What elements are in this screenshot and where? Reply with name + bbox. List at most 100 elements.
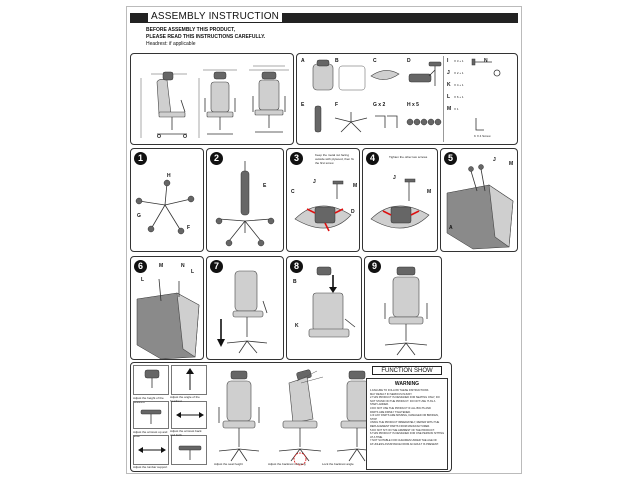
step-8-label-b: B bbox=[293, 279, 297, 285]
base-part bbox=[334, 112, 368, 133]
hw-l-qty: X 6 + 1 bbox=[454, 95, 464, 99]
casters-part bbox=[406, 118, 442, 126]
step-3-badge: 3 bbox=[290, 152, 303, 165]
warning-line: PARTS ARE FIRMLY TIGHTENED. bbox=[370, 410, 411, 414]
gas-lift-part bbox=[314, 105, 322, 133]
seat-part bbox=[338, 65, 366, 91]
intro-line-1: BEFORE ASSEMBLY THIS PRODUCT, bbox=[146, 27, 235, 33]
feature-caption-2: Adjust the angle of the headrest bbox=[170, 395, 200, 403]
step-5-label-m: M bbox=[509, 161, 514, 167]
feature-caption-5: Adjust the lumbar support bbox=[133, 465, 168, 469]
step-1-label-h: H bbox=[167, 173, 171, 179]
parts-panel: A B C D E F G x 2 H x 5 I X 3 + 1 J X 2 … bbox=[296, 53, 518, 145]
step-8-chair-illustration bbox=[308, 266, 356, 338]
screw-icon bbox=[471, 58, 492, 66]
step-6-label-l: L bbox=[141, 277, 145, 283]
step-2-badge: 2 bbox=[210, 152, 223, 165]
step-1-label-f: F bbox=[187, 225, 191, 231]
title-bar: ASSEMBLY INSTRUCTION bbox=[130, 11, 518, 24]
step-2-panel: 2 E bbox=[206, 148, 284, 252]
part-label-c: C bbox=[373, 58, 377, 64]
hw-i-qty: X 3 + 1 bbox=[454, 59, 464, 63]
hw-m-label: M bbox=[447, 106, 452, 112]
feature-box-6 bbox=[171, 435, 207, 465]
warning-box: WARNING 1.FAILURE TO FOLLOW THESE INSTRU… bbox=[366, 378, 448, 470]
page-title: ASSEMBLY INSTRUCTION bbox=[148, 11, 283, 22]
feature-caption-3: Adjust the armrest up and down bbox=[133, 430, 168, 438]
allen-key-icon bbox=[475, 118, 484, 131]
hw-j-label: J bbox=[447, 70, 450, 76]
warning-line: 6.THIS PRODUCT IS DESIGNED FOR ONE PERSO… bbox=[370, 432, 445, 436]
step-2-gaslift-illustration bbox=[215, 161, 275, 247]
warning-title: WARNING bbox=[394, 381, 420, 387]
part-label-a: A bbox=[301, 58, 305, 64]
hw-n-label: N bbox=[484, 58, 488, 64]
feature-caption-6: Adjust the seat height bbox=[214, 462, 243, 466]
seat-cushion-part bbox=[370, 70, 400, 80]
function-chair-front bbox=[218, 370, 260, 462]
seat-height-icon bbox=[178, 445, 202, 460]
step-5-backrest-illustration bbox=[446, 164, 514, 250]
warning-line: 7.NOT SUITABLE FOR CHILDREN UNDER THE AG… bbox=[370, 439, 438, 443]
hw-j-qty: X 2 + 1 bbox=[454, 71, 464, 75]
part-label-d: D bbox=[407, 58, 411, 64]
step-4-note: Tighten the other two screws bbox=[389, 155, 428, 159]
step-6-label-n: N bbox=[181, 263, 185, 269]
step-9-badge: 9 bbox=[368, 260, 381, 273]
part-label-b: B bbox=[335, 58, 339, 64]
hw-l-label: L bbox=[447, 94, 451, 100]
hw-screw-qty: K X 4 Screw bbox=[474, 134, 491, 138]
step-8-badge: 8 bbox=[290, 260, 303, 273]
step-9-final-chair-illustration bbox=[384, 266, 428, 356]
warning-line: USING THE PRODUCT IMMEDIATELY, REPAIR WI… bbox=[370, 421, 440, 425]
hw-k-label: K bbox=[447, 82, 451, 88]
step-7-panel: 7 bbox=[206, 256, 284, 360]
step-4-badge: 4 bbox=[366, 152, 379, 165]
lumbar-icon bbox=[138, 447, 166, 453]
warning-line: REPLACEMENT PARTS FROM MANUFACTURER. bbox=[370, 424, 430, 428]
warning-line: STEP LADDER. bbox=[370, 403, 389, 407]
step-3-label-c: C bbox=[291, 189, 295, 195]
warning-line: 5.DO NOT SIT ON THE ARMREST OF THE PRODU… bbox=[370, 428, 435, 432]
function-chair-recline bbox=[278, 369, 324, 466]
headrest-height-icon bbox=[144, 369, 160, 388]
feature-box-4 bbox=[171, 401, 207, 429]
step-1-badge: 1 bbox=[134, 152, 147, 165]
step-4-seat-illustration bbox=[370, 178, 430, 229]
intro-line-2: PLEASE READ THIS INSTRUCTIONS CAREFULLY. bbox=[146, 34, 266, 40]
armrest-part bbox=[428, 61, 442, 86]
step-6-box-illustration bbox=[136, 278, 200, 359]
intro-line-3: Headrest: if applicable bbox=[146, 41, 196, 47]
step-5-label-j: J bbox=[493, 157, 496, 163]
hw-m-qty: X 1 bbox=[454, 107, 459, 111]
step-4-label-m: M bbox=[427, 189, 432, 195]
feature-box-1 bbox=[133, 365, 169, 395]
feature-caption-8: Lock the backrest angle bbox=[322, 462, 354, 466]
step-6-label-l2: L bbox=[191, 269, 195, 275]
step-3-label-j: J bbox=[313, 179, 316, 185]
feature-caption-4: Adjust the armrest back and forth bbox=[170, 429, 202, 437]
armrest-up-icon bbox=[140, 409, 162, 424]
step-3-note: Keep the metal nut facing outside with p… bbox=[315, 153, 355, 165]
warning-line: 18 UNLESS ASSISTANCE FROM AN ADULT IS PR… bbox=[370, 442, 439, 446]
warning-line: MAY RESULT IN SERIOUS INJURY. bbox=[370, 392, 413, 396]
step-1-base-illustration bbox=[135, 179, 195, 235]
step-7-badge: 7 bbox=[210, 260, 223, 273]
feature-caption-1: Adjust the height of the headrest bbox=[133, 396, 164, 404]
feature-box-2 bbox=[171, 365, 207, 395]
warning-line: 1.FAILURE TO FOLLOW THESE INSTRUCTIONS bbox=[370, 389, 429, 392]
part-label-g: G x 2 bbox=[373, 102, 386, 108]
warning-line: 2.THIS PRODUCT IS DESIGNED FOR SEATING O… bbox=[370, 396, 440, 400]
feature-box-5 bbox=[133, 435, 169, 465]
warning-line: AT A TIME. bbox=[370, 435, 383, 439]
step-8-panel: 8 B K bbox=[286, 256, 362, 360]
step-2-label-e: E bbox=[263, 183, 267, 189]
left-right-arrow-icon bbox=[176, 412, 204, 418]
step-7-chair-illustration bbox=[217, 270, 268, 354]
step-3-seat-illustration bbox=[294, 180, 352, 232]
warning-line: 3.DO NOT USE THE PRODUCT IF ALL BOLTS AN… bbox=[370, 406, 431, 410]
warning-line: NOT STAND ON THE PRODUCT. DO NOT USE IT … bbox=[370, 399, 436, 403]
part-label-h: H x 5 bbox=[407, 102, 419, 108]
armrest-bracket-part bbox=[375, 115, 398, 128]
hw-k-qty: X 4 + 1 bbox=[454, 83, 464, 87]
